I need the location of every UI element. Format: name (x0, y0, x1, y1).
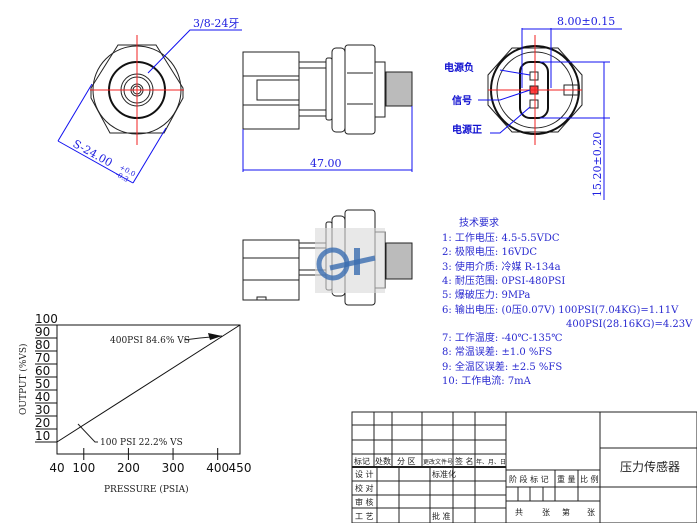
tb-header: 签 名 (455, 456, 474, 466)
spec-item: 9: 全温区误差: ±2.5 %FS (442, 360, 562, 373)
tb-header: 处数 (375, 456, 391, 466)
y-axis-label: OUTPUT (%VS) (18, 343, 29, 415)
specs-title: 技术要求 (459, 216, 499, 229)
tb-header: 分 区 (397, 457, 416, 466)
tb-scale: 比 例 (580, 474, 599, 484)
tb-weight: 重 量 (557, 474, 576, 484)
x-axis-label: PRESSURE (PSIA) (104, 484, 189, 495)
tb-header: 标记 (354, 456, 370, 466)
tb-header: 更改文件号 (423, 458, 453, 466)
spec-item: 1: 工作电压: 4.5-5.5VDC (442, 231, 560, 244)
spec-item: 10: 工作电流: 7mA (442, 374, 532, 387)
title-block: 标记 处数 分 区 更改文件号 签 名 年、月、日 设 计 校 对 审 核 工 … (351, 411, 697, 523)
x-tick-label: 100 (72, 461, 95, 475)
front-view: 3/8-24牙 S-24.00 +0.0 -0.3 (57, 17, 242, 184)
spec-item: 4: 耐压范围: 0PSI-480PSI (442, 274, 565, 287)
side-view-bottom (242, 209, 413, 306)
spec-item: 3: 使用介质: 冷媒 R-134a (442, 260, 561, 273)
spec-item: 6: 输出电压: (0压0.07V) 100PSI(7.04KG)=1.11V (442, 303, 679, 316)
tb-role: 工 艺 (355, 512, 374, 521)
tb-role: 审 核 (355, 497, 374, 507)
width-dimension: 8.00±0.15 (557, 15, 615, 28)
y-tick-label: 20 (35, 416, 50, 430)
y-tick-label: 40 (35, 390, 50, 404)
output-chart: OUTPUT (%VS) PRESSURE (PSIA) 400PSI 84.6… (18, 312, 251, 495)
tb-sheet: 第 (562, 507, 570, 517)
y-tick-label: 100 (35, 312, 58, 326)
tb-stage: 阶 段 标 记 (509, 474, 549, 484)
tb-header: 年、月、日 (476, 458, 506, 466)
spec-item: 5: 爆破压力: 9MPa (442, 288, 530, 301)
annotation-100psi: 100 PSI 22.2% VS (100, 438, 183, 448)
y-tick-label: 60 (35, 364, 50, 378)
y-tick-label: 90 (35, 325, 50, 339)
tb-sheet: 共 (515, 508, 523, 517)
y-tick-label: 80 (35, 338, 50, 352)
spec-item: 400PSI(28.16KG)=4.23V (566, 319, 693, 330)
y-tick-label: 30 (35, 403, 50, 417)
y-tick-label: 70 (35, 351, 50, 365)
annotation-400psi: 400PSI 84.6% VS (110, 336, 190, 346)
pin-label-signal: 信号 (452, 94, 472, 107)
hex-dimension: S-24.00 (71, 137, 115, 169)
technical-requirements: 技术要求 1: 工作电压: 4.5-5.5VDC 2: 极限电压: 16VDC … (442, 216, 693, 387)
tb-role: 校 对 (355, 483, 374, 493)
y-tick-label: 10 (35, 429, 50, 443)
pin-label-negative: 电源负 (444, 61, 474, 74)
hex-outline (90, 44, 184, 134)
height-dimension: 15.20±0.20 (591, 132, 604, 197)
tb-approve: 批 准 (432, 511, 451, 521)
tb-sheet: 张 (542, 508, 550, 517)
x-tick-label: 300 (162, 461, 185, 475)
x-tick-label: 200 (117, 461, 140, 475)
x-tick-label: 40 (49, 461, 64, 475)
series-line (56, 324, 241, 443)
spec-item: 7: 工作温度: -40℃-135℃ (442, 331, 562, 344)
spec-item: 2: 极限电压: 16VDC (442, 245, 537, 258)
product-name: 压力传感器 (620, 459, 680, 474)
tb-sheet: 张 (587, 508, 595, 517)
thread-leader (147, 29, 242, 74)
x-tick-label: 450 (229, 461, 252, 475)
tb-standardize: 标准化 (432, 469, 456, 479)
pin-label-positive: 电源正 (452, 123, 482, 136)
length-dimension: 47.00 (310, 157, 342, 170)
side-view: 47.00 (242, 44, 413, 172)
y-tick-label: 50 (35, 377, 50, 391)
thread-label: 3/8-24牙 (193, 17, 239, 30)
spec-item: 8: 常温误差: ±1.0 %FS (442, 345, 552, 358)
x-tick-label: 400 (206, 461, 229, 475)
connector-view: 8.00±0.15 15.20±0.20 电源负 信号 电源正 (444, 15, 622, 200)
tb-role: 设 计 (355, 469, 374, 479)
